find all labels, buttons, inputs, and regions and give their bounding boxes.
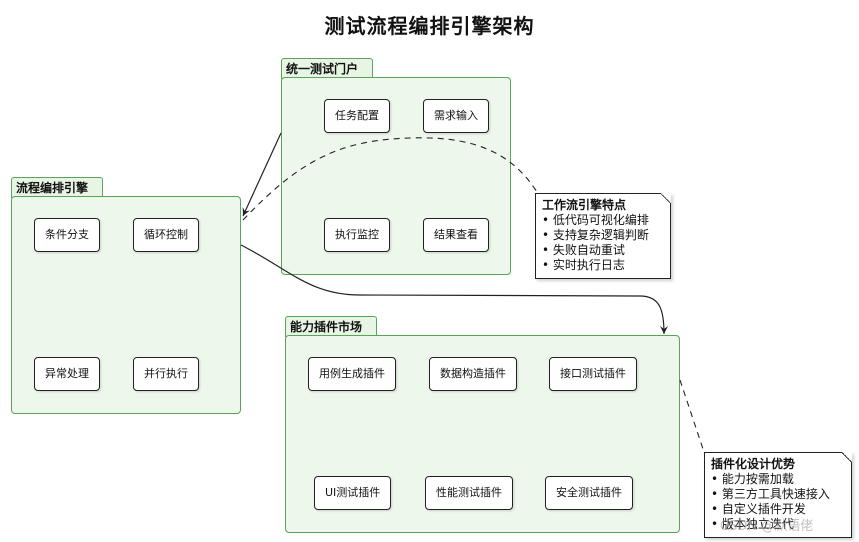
node-data-construction-plugin: 数据构造插件: [429, 357, 517, 391]
note-item: 低代码可视化编排: [542, 213, 662, 228]
note-fold: [661, 193, 671, 203]
node-parallel-execution: 并行执行: [133, 357, 199, 391]
watermark: CSDN @默语佬: [720, 519, 814, 534]
note-item: 版本独立迭代: [711, 517, 843, 532]
note-link-plugin-advantages: [679, 379, 707, 459]
node-execution-monitor: 执行监控: [324, 218, 390, 252]
note-link-engine-features: [242, 137, 538, 221]
package-unified-test-portal: 统一测试门户 任务配置 需求输入 执行监控 结果查看: [281, 58, 511, 275]
note-fold: [842, 452, 852, 462]
node-condition-branch: 条件分支: [34, 218, 100, 252]
node-loop-control: 循环控制: [133, 218, 199, 252]
note-plugin-advantages: 插件化设计优势 能力按需加载 第三方工具快速接入 自定义插件开发 版本独立迭代: [704, 452, 852, 538]
note-item: 能力按需加载: [711, 472, 843, 487]
node-ui-test-plugin: UI测试插件: [314, 476, 392, 510]
diagram-title: 测试流程编排引擎架构: [324, 14, 535, 38]
node-requirement-input: 需求输入: [423, 99, 489, 133]
edge-portal-to-engine: [242, 132, 282, 217]
package-flow-orchestration-engine: 流程编排引擎 条件分支 循环控制 异常处理 并行执行: [11, 177, 241, 414]
note-item: 自定义插件开发: [711, 502, 843, 517]
node-testcase-generation-plugin: 用例生成插件: [308, 357, 396, 391]
edge-engine-to-market: [240, 244, 668, 335]
node-exception-handling: 异常处理: [34, 357, 100, 391]
package-capability-plugin-market: 能力插件市场 用例生成插件 数据构造插件 接口测试插件 UI测试插件 性能测试插…: [285, 316, 680, 533]
note-title: 插件化设计优势: [711, 457, 796, 471]
note-engine-features: 工作流引擎特点 低代码可视化编排 支持复杂逻辑判断 失败自动重试 实时执行日志: [535, 193, 671, 279]
package-label: 能力插件市场: [285, 316, 378, 337]
node-performance-test-plugin: 性能测试插件: [425, 476, 513, 510]
package-label: 统一测试门户: [281, 58, 374, 79]
node-security-test-plugin: 安全测试插件: [545, 476, 633, 510]
node-api-test-plugin: 接口测试插件: [549, 357, 637, 391]
node-task-config: 任务配置: [324, 99, 390, 133]
note-title: 工作流引擎特点: [542, 198, 627, 212]
note-item: 实时执行日志: [542, 258, 662, 273]
note-item: 第三方工具快速接入: [711, 487, 843, 502]
note-item: 支持复杂逻辑判断: [542, 228, 662, 243]
note-item: 失败自动重试: [542, 243, 662, 258]
package-label: 流程编排引擎: [11, 177, 104, 198]
node-result-view: 结果查看: [423, 218, 489, 252]
